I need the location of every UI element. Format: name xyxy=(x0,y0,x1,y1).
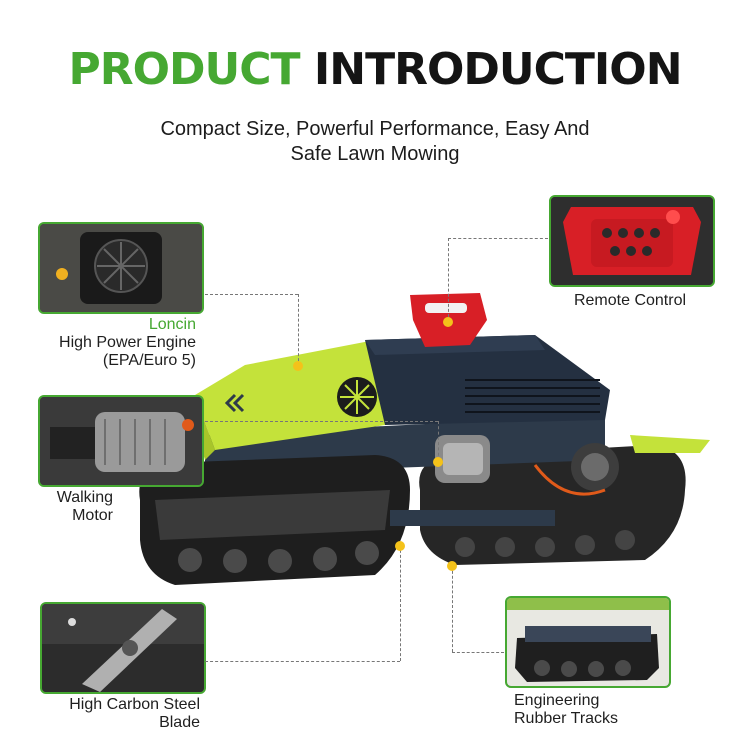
motor-label: Walking Motor xyxy=(38,489,113,525)
tracks-label: Engineering Rubber Tracks xyxy=(514,692,674,728)
tracks-line-2: Rubber Tracks xyxy=(514,710,619,727)
blade-line-1: High Carbon Steel xyxy=(69,696,200,713)
engine-line-1: High Power Engine xyxy=(59,334,196,351)
tracks-marker xyxy=(447,561,457,571)
engine-marker xyxy=(293,361,303,371)
motor-leader-vertical xyxy=(438,421,439,461)
page-title: PRODUCT INTRODUCTION xyxy=(0,48,750,92)
tracks-thumbnail xyxy=(505,596,671,688)
tracks-leader-horizontal xyxy=(452,652,504,653)
blade-leader-vertical xyxy=(400,545,401,661)
tracks-line-1: Engineering xyxy=(514,692,600,709)
motor-line-2: Motor xyxy=(72,507,113,524)
blade-line-2: Blade xyxy=(159,714,200,731)
mower-illustration xyxy=(135,285,715,615)
title-highlight: PRODUCT xyxy=(68,44,300,95)
blade-leader-horizontal xyxy=(205,661,400,662)
subtitle-line-2: Safe Lawn Mowing xyxy=(290,143,460,165)
engine-leader-vertical xyxy=(298,294,299,366)
blade-marker xyxy=(395,541,405,551)
engine-brand: Loncin xyxy=(148,316,196,333)
engine-label: Loncin High Power Engine (EPA/Euro 5) xyxy=(40,316,196,370)
blade-label: High Carbon Steel Blade xyxy=(40,696,200,732)
page-subtitle: Compact Size, Powerful Performance, Easy… xyxy=(90,117,660,167)
subtitle-line-1: Compact Size, Powerful Performance, Easy… xyxy=(160,118,590,140)
engine-thumbnail xyxy=(38,222,204,314)
motor-marker xyxy=(433,457,443,467)
remote-line-1: Remote Control xyxy=(573,292,687,309)
motor-leader-horizontal xyxy=(205,421,438,422)
remote-label: Remote Control xyxy=(549,292,711,310)
title-rest: INTRODUCTION xyxy=(313,44,683,95)
tracks-leader-vertical xyxy=(452,566,453,652)
engine-leader-horizontal xyxy=(205,294,298,295)
motor-line-1: Walking xyxy=(56,489,113,506)
remote-leader-vertical xyxy=(448,238,449,322)
engine-line-2: (EPA/Euro 5) xyxy=(102,352,196,369)
blade-thumbnail xyxy=(40,602,206,694)
remote-marker xyxy=(443,317,453,327)
remote-thumbnail xyxy=(549,195,715,287)
remote-leader-horizontal xyxy=(448,238,548,239)
motor-thumbnail xyxy=(38,395,204,487)
